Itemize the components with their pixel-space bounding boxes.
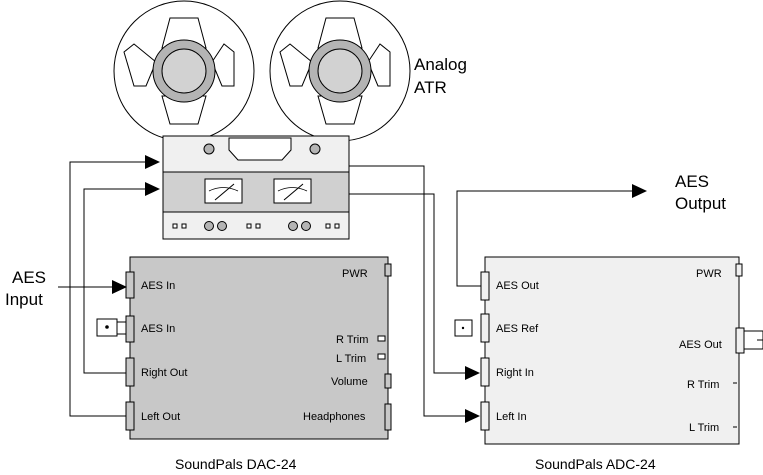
- signal-wires: [58, 161, 632, 417]
- dac-label-aes-in-1: AES In: [141, 280, 175, 292]
- tape-guide-right: [309, 143, 321, 155]
- dac-label-headphones: Headphones: [303, 411, 366, 423]
- dac-label-l-trim: L Trim: [336, 353, 366, 365]
- adc-label-aes-out-right: AES Out: [679, 339, 722, 351]
- dac-bnc-connector: [96, 318, 127, 337]
- arrow-aes-output: [632, 184, 647, 198]
- dac-label-volume: Volume: [331, 376, 368, 388]
- arrow-adc-left-in: [465, 409, 480, 423]
- adc-jack-right-in: [480, 357, 490, 387]
- head-cover: [228, 137, 292, 161]
- dac-body: [129, 256, 389, 440]
- dac-jack-aes-in-2: [125, 315, 135, 343]
- adc-bnc-out-connector: [735, 327, 763, 354]
- analog-atr: Analog ATR: [113, 0, 467, 240]
- adc-label-right-in: Right In: [496, 367, 534, 379]
- wire-atr-to-right-in: [349, 193, 465, 374]
- arrow-atr-upper-in: [145, 155, 160, 169]
- dac-jack-volume: [384, 373, 392, 389]
- wire-aes-output: [456, 190, 632, 287]
- aes-input-label-line2: Input: [5, 290, 43, 309]
- dac-label-pwr: PWR: [342, 268, 368, 280]
- adc-jack-aes-out: [480, 271, 490, 301]
- adc-body: [484, 256, 740, 445]
- transport-controls: [172, 221, 340, 231]
- tape-guide-left: [203, 143, 215, 155]
- aes-input-label-line1: AES: [12, 268, 46, 287]
- adc-label-l-trim: L Trim: [689, 422, 719, 434]
- dac-jack-aes-in-1: [125, 271, 135, 299]
- adc-label-aes-ref: AES Ref: [496, 323, 539, 335]
- left-reel: [113, 0, 255, 142]
- adc-24-unit: AES Out AES Ref Right In Left In PWR AES…: [454, 256, 763, 472]
- dac-label-aes-in-2: AES In: [141, 323, 175, 335]
- dac-24-unit: AES In AES In Right Out Left Out PWR R T…: [96, 256, 392, 472]
- adc-jack-pwr: [735, 263, 743, 277]
- adc-jack-aes-ref: [480, 313, 490, 343]
- wire-left-out-to-atr: [69, 161, 145, 417]
- dac-label-left-out: Left Out: [141, 411, 180, 423]
- dac-label-right-out: Right Out: [141, 367, 187, 379]
- dac-jack-l-trim: [377, 353, 386, 360]
- vu-meter-left: [204, 178, 243, 204]
- dac-caption: SoundPals DAC-24: [175, 456, 297, 472]
- dac-jack-r-trim: [377, 335, 386, 342]
- vu-meter-right: [273, 178, 312, 204]
- meter-panel: [162, 171, 350, 213]
- atr-label-line2: ATR: [414, 78, 447, 97]
- arrow-dac-aes-in: [112, 280, 127, 294]
- adc-label-pwr: PWR: [696, 268, 722, 280]
- wire-right-out-to-atr: [83, 188, 145, 374]
- adc-label-aes-out-left: AES Out: [496, 280, 539, 292]
- aes-output-label-line2: Output: [675, 194, 726, 213]
- dac-label-r-trim: R Trim: [336, 334, 368, 346]
- arrowheads: [112, 155, 647, 423]
- dac-jack-right-out: [125, 357, 135, 387]
- adc-bnc-ref-connector: [454, 319, 473, 337]
- dac-jack-left-out: [125, 401, 135, 431]
- wire-atr-to-left-in: [349, 165, 465, 417]
- dac-jack-headphones: [384, 403, 392, 431]
- atr-label-line1: Analog: [414, 55, 467, 74]
- adc-jack-left-in: [480, 401, 490, 431]
- arrow-adc-right-in: [465, 366, 480, 380]
- adc-caption: SoundPals ADC-24: [535, 456, 656, 472]
- right-reel: [269, 0, 411, 142]
- aes-output-label-line1: AES: [675, 172, 709, 191]
- adc-label-r-trim: R Trim: [687, 379, 719, 391]
- dac-jack-pwr: [384, 263, 392, 277]
- adc-label-left-in: Left In: [496, 411, 527, 423]
- arrow-atr-lower-in: [145, 182, 160, 196]
